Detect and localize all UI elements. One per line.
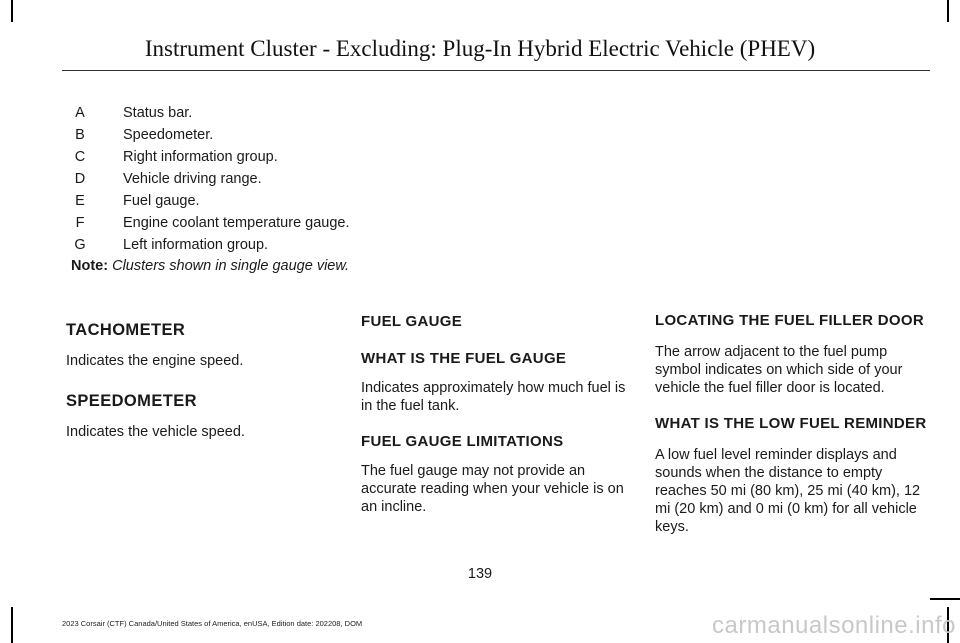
fuel-gauge-heading: FUEL GAUGE [361, 313, 463, 330]
legend-letter: D [74, 171, 86, 187]
tachometer-text: Indicates the engine speed. [66, 353, 244, 369]
crop-mark-top-right-v [947, 0, 949, 22]
note-label: Note: [71, 258, 109, 274]
page-number: 139 [467, 566, 493, 582]
legend-letter: C [74, 149, 86, 165]
legend-item: B Speedometer. [62, 124, 352, 146]
note: Note: Clusters shown in single gauge vie… [71, 258, 349, 274]
legend-item: D Vehicle driving range. [62, 168, 352, 190]
column-middle: FUEL GAUGE WHAT IS THE FUEL GAUGE Indica… [361, 312, 633, 516]
legend-letter: G [74, 237, 86, 253]
figure-legend: A Status bar. B Speedometer. C Right inf… [62, 102, 352, 256]
legend-item: G Left information group. [62, 234, 352, 256]
legend-letter: B [75, 127, 85, 143]
page-header-title: Instrument Cluster - Excluding: Plug-In … [144, 36, 816, 61]
watermark: carmanualsonline.info [712, 612, 956, 639]
legend-text: Engine coolant temperature gauge. [123, 215, 350, 231]
legend-text: Right information group. [123, 149, 278, 165]
tachometer-heading: TACHOMETER [66, 321, 186, 339]
locating-fuel-filler-text: The arrow adjacent to the fuel pump symb… [655, 344, 903, 396]
low-fuel-reminder-text: A low fuel level reminder displays and s… [655, 447, 921, 535]
crop-mark-bottom-left-v [11, 607, 13, 643]
legend-text: Fuel gauge. [123, 193, 200, 209]
speedometer-heading: SPEEDOMETER [66, 392, 197, 410]
legend-letter: F [75, 215, 85, 231]
column-left: TACHOMETER Indicates the engine speed. S… [66, 320, 338, 441]
legend-item: E Fuel gauge. [62, 190, 352, 212]
legend-item: A Status bar. [62, 102, 352, 124]
locating-fuel-filler-heading: LOCATING THE FUEL FILLER DOOR [655, 312, 924, 329]
fuel-gauge-limitations-heading: FUEL GAUGE LIMITATIONS [361, 433, 564, 450]
legend-item: F Engine coolant temperature gauge. [62, 212, 352, 234]
what-is-fuel-gauge-text: Indicates approximately how much fuel is… [361, 380, 626, 414]
crop-mark-top-left-v [11, 0, 13, 22]
speedometer-text: Indicates the vehicle speed. [66, 424, 245, 440]
legend-text: Status bar. [123, 105, 193, 121]
legend-text: Vehicle driving range. [123, 171, 262, 187]
column-right: LOCATING THE FUEL FILLER DOOR The arrow … [655, 311, 927, 536]
note-text: Clusters shown in single gauge view. [112, 258, 350, 274]
legend-letter: E [75, 193, 85, 209]
legend-item: C Right information group. [62, 146, 352, 168]
what-is-fuel-gauge-heading: WHAT IS THE FUEL GAUGE [361, 350, 567, 367]
legend-text: Left information group. [123, 237, 269, 253]
legend-text: Speedometer. [123, 127, 214, 143]
low-fuel-reminder-heading: WHAT IS THE LOW FUEL REMINDER [655, 415, 927, 432]
crop-mark-bottom-right-h [930, 598, 960, 600]
header-rule [62, 70, 930, 71]
legend-letter: A [75, 105, 85, 121]
crop-mark-bottom-right-v [947, 607, 949, 643]
footer-edition-info: 2023 Corsair (CTF) Canada/United States … [62, 619, 363, 628]
fuel-gauge-limitations-text: The fuel gauge may not provide an accura… [361, 463, 624, 515]
